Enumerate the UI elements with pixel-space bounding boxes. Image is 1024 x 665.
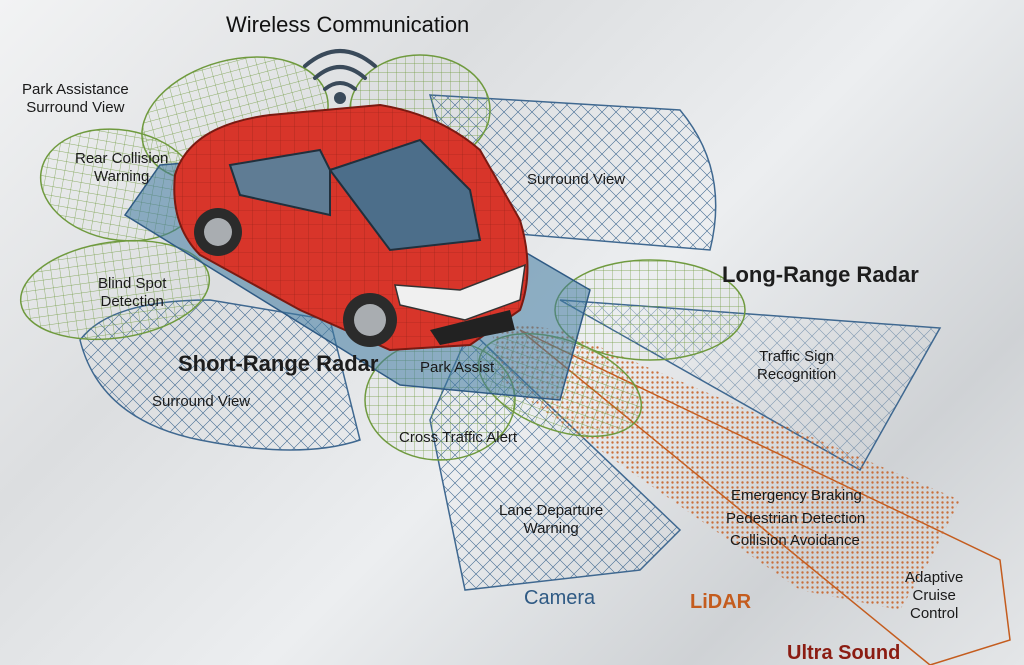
- label-park-assist: Park Assist: [420, 359, 495, 376]
- wifi-icon: [303, 49, 377, 104]
- label-rear-collision: Rear Collision Warning: [75, 150, 169, 185]
- label-emergency-braking: Emergency Braking: [731, 487, 862, 504]
- label-cross-traffic: Cross Traffic Alert: [399, 429, 518, 446]
- label-collision-avoidance: Collision Avoidance: [730, 532, 860, 549]
- label-ultra-sound: Ultra Sound: [787, 642, 901, 664]
- label-lidar: LiDAR: [690, 591, 752, 613]
- label-short-range-radar: Short-Range Radar: [178, 351, 379, 376]
- label-surround-view-left: Surround View: [152, 393, 251, 410]
- label-traffic-sign: Traffic Sign Recognition: [757, 348, 837, 383]
- label-pedestrian-detection: Pedestrian Detection: [726, 510, 866, 527]
- label-long-range-radar: Long-Range Radar: [722, 262, 919, 287]
- label-park-assistance: Park Assistance Surround View: [22, 81, 129, 116]
- label-lane-departure: Lane Departure Warning: [499, 502, 604, 537]
- label-surround-view-right: Surround View: [527, 171, 626, 188]
- label-adaptive-cruise: Adaptive Cruise Control: [905, 569, 964, 622]
- blind-spot-lobe: [19, 239, 211, 341]
- label-camera: Camera: [524, 587, 596, 609]
- title-wireless-communication: Wireless Communication: [226, 12, 470, 37]
- car: [173, 103, 529, 352]
- label-blind-spot: Blind Spot Detection: [98, 275, 167, 310]
